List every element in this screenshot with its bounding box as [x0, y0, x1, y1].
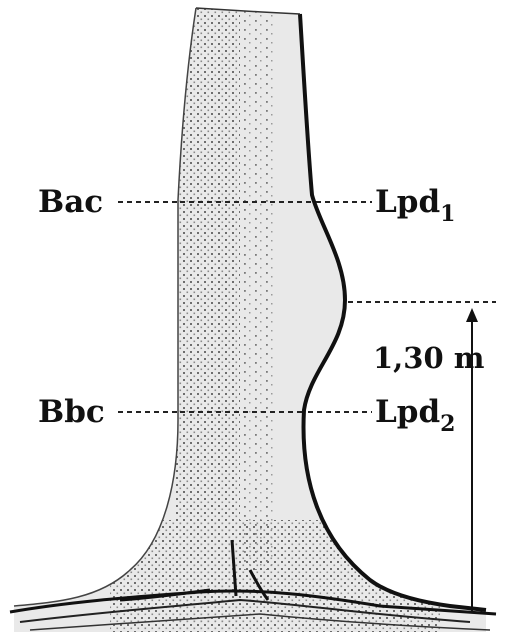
label-lpd2-subscript: 2 [440, 411, 455, 437]
label-lpd2: Lpd2 [375, 394, 455, 437]
label-height: 1,30 m [373, 341, 485, 375]
label-lpd1-subscript: 1 [440, 201, 455, 227]
label-lpd1: Lpd1 [375, 184, 455, 227]
label-lpd2-main: Lpd [375, 394, 440, 430]
bark-stipple [110, 0, 440, 639]
label-lpd1-main: Lpd [375, 184, 440, 220]
height-arrow-head [466, 308, 478, 322]
label-bac: Bac [38, 184, 103, 220]
label-bbc: Bbc [38, 394, 105, 430]
